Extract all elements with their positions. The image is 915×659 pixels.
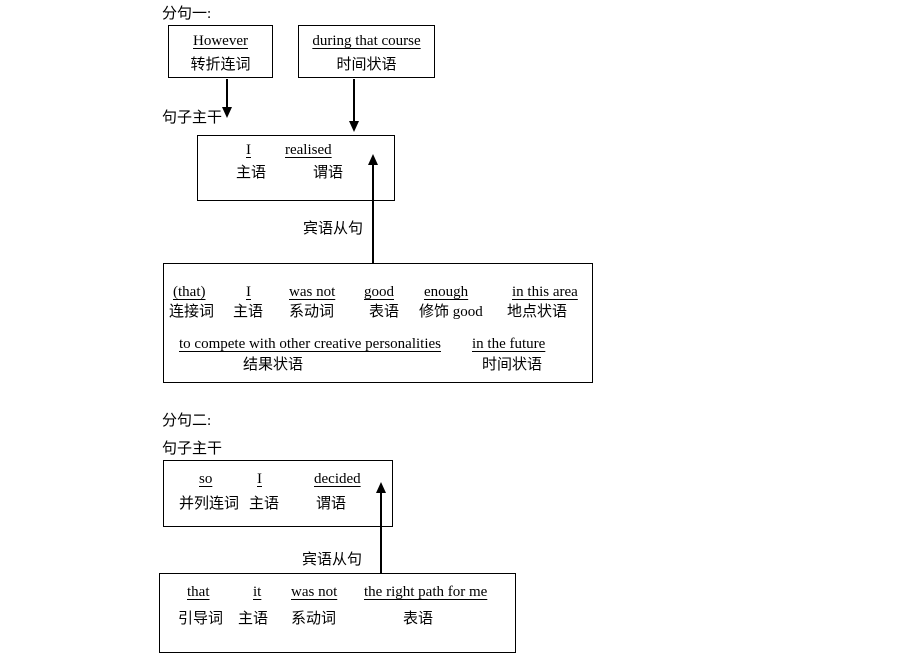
en-word: the right path for me	[364, 584, 488, 600]
en-word: I	[246, 142, 251, 158]
arrow-head-icon	[376, 482, 386, 493]
en-word: during that course	[312, 33, 421, 49]
clause1-trunk-box: I realised 主语 谓语	[197, 135, 395, 201]
zh-annotation: 修饰 good	[419, 304, 483, 320]
en-word: (that)	[173, 284, 206, 300]
clause1-object-clause-box: (that) I was not good enough in this are…	[163, 263, 593, 383]
en-word: that	[187, 584, 210, 600]
zh-annotation: 地点状语	[507, 304, 568, 320]
clause2-object-clause-label: 宾语从句	[302, 552, 363, 568]
zh-annotation: 转折连词	[190, 57, 251, 73]
zh-annotation: 主语	[249, 496, 280, 512]
en-word: decided	[314, 471, 361, 487]
clause2-trunk-box: so I decided 并列连词 主语 谓语	[163, 460, 393, 527]
en-word: so	[199, 471, 213, 487]
zh-annotation: 谓语	[313, 165, 344, 181]
en-word: enough	[424, 284, 469, 300]
zh-annotation: 表语	[403, 611, 434, 627]
zh-annotation: 表语	[369, 304, 400, 320]
en-word: I	[257, 471, 262, 487]
clause1-trunk-label: 句子主干	[162, 110, 223, 126]
zh-annotation: 主语	[233, 304, 264, 320]
en-word: it	[253, 584, 262, 600]
zh-annotation: 主语	[238, 611, 269, 627]
zh-annotation: 时间状语	[482, 357, 543, 373]
en-word: was not	[291, 584, 338, 600]
zh-annotation: 并列连词	[179, 496, 240, 512]
arrow-line	[380, 492, 382, 573]
en-word: However	[193, 33, 248, 49]
en-word: in this area	[512, 284, 578, 300]
arrow-head-icon	[368, 154, 378, 165]
zh-annotation: 谓语	[316, 496, 347, 512]
arrow-line	[372, 164, 374, 263]
en-word: in the future	[472, 336, 546, 352]
en-word: realised	[285, 142, 332, 158]
clause1-heading: 分句一:	[162, 6, 212, 22]
clause2-trunk-label: 句子主干	[162, 441, 223, 457]
zh-annotation: 连接词	[169, 304, 215, 320]
arrow-line	[226, 79, 228, 108]
clause2-heading: 分句二:	[162, 413, 212, 429]
en-word: was not	[289, 284, 336, 300]
clause1-object-clause-label: 宾语从句	[303, 221, 364, 237]
clause1-however-box: However 转折连词	[168, 25, 273, 78]
zh-annotation: 系动词	[291, 611, 337, 627]
zh-annotation: 结果状语	[243, 357, 304, 373]
zh-annotation: 引导词	[178, 611, 224, 627]
en-word: good	[364, 284, 394, 300]
arrow-line	[353, 79, 355, 122]
zh-annotation: 主语	[236, 165, 267, 181]
clause2-object-clause-box: that it was not the right path for me 引导…	[159, 573, 516, 653]
zh-annotation: 系动词	[289, 304, 335, 320]
arrow-head-icon	[349, 121, 359, 132]
clause1-during-course-box: during that course 时间状语	[298, 25, 435, 78]
en-word: I	[246, 284, 251, 300]
arrow-head-icon	[222, 107, 232, 118]
zh-annotation: 时间状语	[336, 57, 397, 73]
en-word: to compete with other creative personali…	[179, 336, 441, 352]
